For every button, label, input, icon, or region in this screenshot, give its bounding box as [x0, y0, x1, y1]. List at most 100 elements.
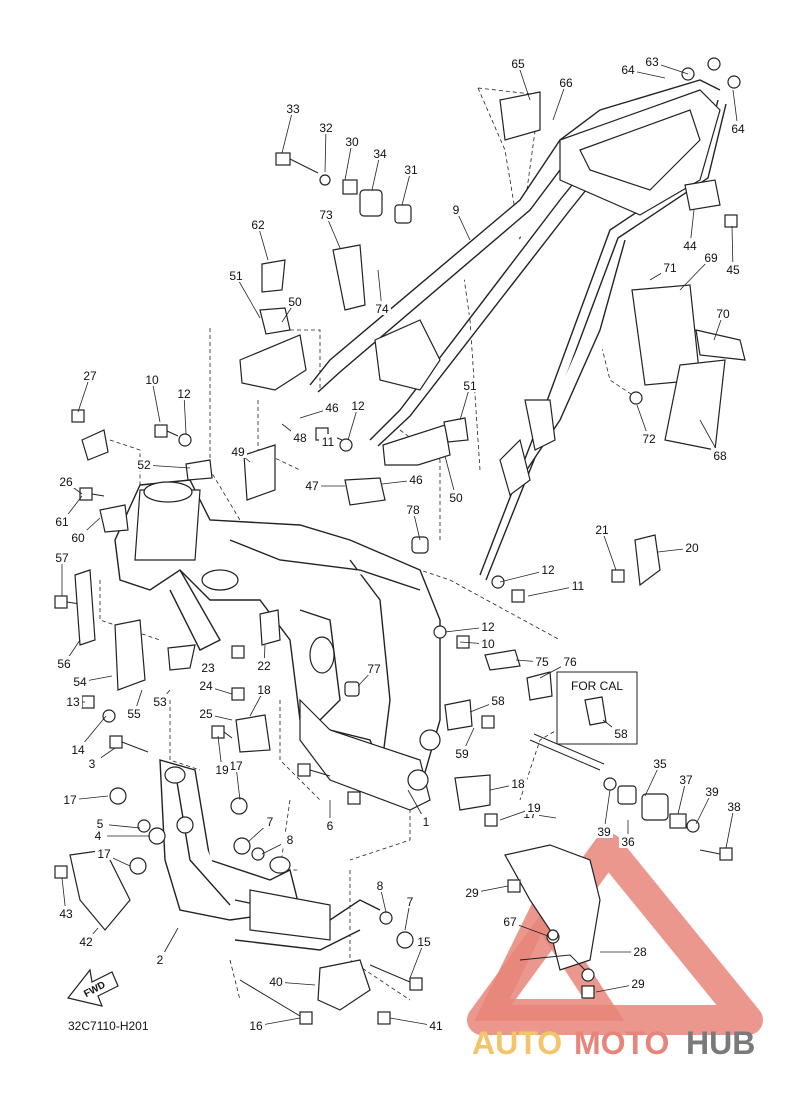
- label-backing: [711, 448, 729, 462]
- part-number-label: 70: [716, 307, 730, 321]
- part-number-label: 34: [373, 147, 387, 161]
- label-backing: [509, 776, 527, 790]
- part-number-label: 56: [57, 657, 71, 671]
- leader-line: [725, 806, 735, 849]
- part-number-label: 72: [642, 432, 656, 446]
- part-number-label: 41: [429, 1019, 443, 1033]
- part-number-label: 53: [153, 695, 167, 709]
- part-number-label: 22: [257, 659, 271, 673]
- hardware-parts: [54, 57, 746, 1025]
- label-backing: [53, 514, 71, 528]
- label-backing: [489, 693, 507, 707]
- leader-line: [552, 82, 567, 121]
- part-number-label: 8: [377, 879, 384, 893]
- label-backing: [61, 792, 79, 806]
- label-backing: [261, 814, 279, 828]
- label-backing: [401, 894, 419, 908]
- label-backing: [151, 694, 169, 708]
- label-backing: [321, 818, 339, 832]
- label-backing: [533, 654, 551, 668]
- label-backing: [227, 268, 245, 282]
- label-backing: [81, 368, 99, 382]
- label-backing: [677, 772, 695, 786]
- label-backing: [229, 444, 247, 458]
- label-backing: [143, 372, 161, 386]
- label-backing: [323, 400, 341, 414]
- part-number-label: 15: [417, 935, 431, 949]
- part-number-label: 49: [231, 445, 245, 459]
- label-backing: [57, 474, 75, 488]
- watermark-moto: MOTO: [574, 1025, 669, 1061]
- label-backing: [407, 472, 425, 486]
- label-backing: [197, 706, 215, 720]
- part-number-label: 50: [288, 295, 302, 309]
- label-backing: [349, 398, 367, 412]
- part-number-label: 2: [157, 953, 164, 967]
- part-number-label: 46: [409, 473, 423, 487]
- label-backing: [53, 550, 71, 564]
- part-number-label: 36: [621, 835, 635, 849]
- label-backing: [702, 250, 720, 264]
- part-number-label: 76: [563, 655, 577, 669]
- part-number-label: 23: [201, 661, 215, 675]
- label-backing: [135, 457, 153, 471]
- part-number-label: 3: [89, 757, 96, 771]
- part-number-label: 1: [423, 815, 430, 829]
- label-backing: [255, 682, 273, 696]
- label-backing: [371, 146, 389, 160]
- label-backing: [724, 262, 742, 276]
- part-number-label: 69: [704, 251, 718, 265]
- label-backing: [683, 540, 701, 554]
- label-backing: [619, 62, 637, 76]
- part-number-label: 65: [511, 57, 525, 71]
- leader-line: [235, 275, 261, 319]
- part-number-label: 9: [453, 203, 460, 217]
- part-number-label: 66: [559, 76, 573, 90]
- part-number-label: 71: [663, 261, 677, 275]
- part-number-label: 20: [685, 541, 699, 555]
- label-backing: [247, 1018, 265, 1032]
- for-cal-box: FOR CAL: [556, 671, 638, 745]
- part-number-label: 48: [293, 431, 307, 445]
- label-backing: [303, 478, 321, 492]
- label-backing: [453, 746, 471, 760]
- part-number-label: 25: [199, 707, 213, 721]
- label-backing: [281, 832, 299, 846]
- part-number-label: 40: [269, 975, 283, 989]
- part-number-label: 38: [727, 800, 741, 814]
- for-cal-label: FOR CAL: [571, 679, 623, 693]
- label-backing: [640, 431, 658, 445]
- part-number-label: 12: [351, 399, 365, 413]
- part-number-label: 58: [491, 694, 505, 708]
- label-backing: [557, 75, 575, 89]
- label-backing: [365, 661, 383, 675]
- part-number-label: 29: [631, 977, 645, 991]
- label-backing: [681, 238, 699, 252]
- part-number-label: 44: [683, 239, 697, 253]
- part-number-label: 64: [621, 63, 635, 77]
- part-number-label: 19: [527, 801, 541, 815]
- label-backing: [525, 800, 543, 814]
- watermark-text: AUTO MOTO HUB: [472, 1025, 755, 1061]
- part-number-label: 45: [726, 263, 740, 277]
- label-backing: [199, 660, 217, 674]
- part-number-label: 74: [375, 302, 389, 316]
- part-number-label: 39: [597, 825, 611, 839]
- part-number-label: 8: [287, 833, 294, 847]
- label-backing: [703, 784, 721, 798]
- part-number-label: 39: [705, 785, 719, 799]
- part-number-label: 17: [229, 759, 243, 773]
- part-number-label: 62: [251, 218, 265, 232]
- part-number-label: 51: [229, 269, 243, 283]
- label-backing: [213, 762, 231, 776]
- part-number-label: 54: [73, 675, 87, 689]
- label-backing: [415, 934, 433, 948]
- label-backing: [255, 658, 273, 672]
- label-backing: [661, 260, 679, 274]
- label-backing: [714, 306, 732, 320]
- label-backing: [427, 1018, 445, 1032]
- label-backing: [317, 207, 335, 221]
- rear-subframe: [309, 79, 727, 581]
- label-backing: [643, 54, 661, 68]
